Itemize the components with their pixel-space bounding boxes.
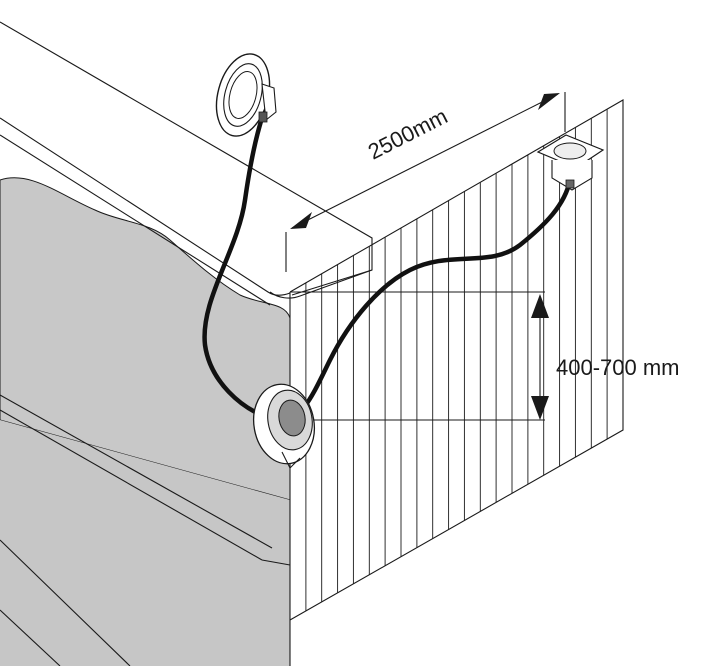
dimension-vertical: 400-700 mm bbox=[290, 291, 680, 421]
lamp-lens bbox=[228, 71, 258, 119]
wall-niche bbox=[253, 383, 315, 469]
pool-floor-edge-1 bbox=[0, 394, 273, 549]
lamp-connector bbox=[258, 111, 268, 123]
dimension-vertical-label: 400-700 mm bbox=[556, 355, 680, 380]
pool-light-lamp bbox=[215, 53, 277, 137]
dimension-vertical-arrowhead-top bbox=[531, 294, 549, 318]
pool-wall-bottom bbox=[0, 539, 131, 667]
niche-back bbox=[281, 451, 301, 469]
junction-box-lid bbox=[553, 142, 587, 160]
pool-coping-inner-2 bbox=[0, 134, 271, 306]
deck-junction-box bbox=[536, 134, 605, 191]
dimension-arrowhead-left bbox=[290, 212, 312, 229]
dimension-arrowhead-right bbox=[538, 93, 560, 110]
dimension-arrow-line bbox=[291, 93, 559, 229]
pool-water bbox=[0, 177, 291, 501]
dimension-vertical-arrowhead-bottom bbox=[531, 396, 549, 420]
junction-box-port bbox=[565, 179, 575, 189]
niche-opening bbox=[278, 399, 306, 437]
wall-panel-outline bbox=[289, 99, 624, 621]
pool-floor-edge-3 bbox=[261, 559, 291, 566]
pool-wall-face bbox=[0, 420, 290, 666]
pool-floor-edge-2 bbox=[0, 409, 263, 561]
pool-coping-inner bbox=[0, 117, 291, 296]
pool-wall-bottom-2 bbox=[0, 609, 61, 667]
lamp-body bbox=[261, 83, 277, 122]
junction-box-body bbox=[551, 160, 593, 191]
dimension-horizontal-label: 2500mm bbox=[364, 103, 452, 164]
pool-coping-top bbox=[0, 21, 373, 296]
pool-coping-front bbox=[269, 269, 373, 299]
